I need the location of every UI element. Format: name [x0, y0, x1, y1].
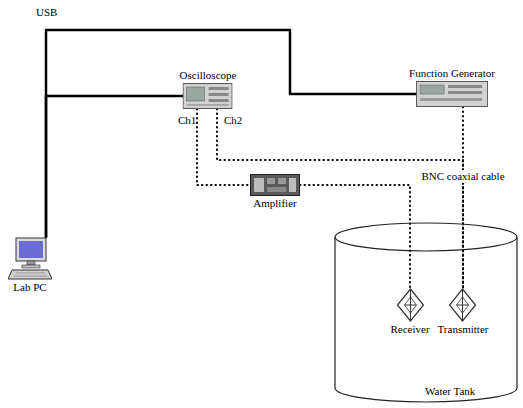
node-label: Transmitter: [436, 322, 491, 337]
oscilloscope-icon: [183, 83, 233, 109]
amplifier-icon: [250, 174, 300, 196]
node-label: Water Tank: [423, 384, 477, 399]
oscilloscope: Oscilloscope: [178, 68, 239, 109]
usb-cable: [46, 96, 183, 237]
bus-label: USB: [34, 6, 59, 19]
node-label: Lab PC: [11, 280, 48, 295]
receiver: Receiver: [388, 288, 431, 337]
lab-pc: Lab PC: [8, 237, 52, 295]
node-label: Receiver: [388, 322, 431, 337]
coax-cable: [197, 109, 250, 185]
node-label: Amplifier: [251, 196, 298, 211]
tank-cylinder: [333, 222, 519, 404]
amplifier: Amplifier: [250, 174, 300, 211]
water-tank: Water Tank Receiver Transmitter: [333, 222, 519, 404]
channel-label: Ch2: [222, 114, 244, 127]
channel-label: Ch1: [176, 114, 198, 127]
transmitter: Transmitter: [436, 288, 491, 337]
coax-cable: [462, 107, 464, 288]
function-generator-icon: [416, 81, 488, 107]
coax-cable: [217, 109, 463, 288]
usb-cable: [46, 30, 416, 237]
receiver-icon: [396, 288, 424, 322]
node-label: Oscilloscope: [178, 68, 239, 83]
node-label: Function Generator: [407, 66, 497, 81]
transmitter-icon: [449, 288, 477, 322]
function-generator: Function Generator: [407, 66, 497, 107]
coax-cable: [300, 185, 410, 288]
lab-pc-icon: [8, 237, 52, 280]
cable-label: BNC coaxial cable: [419, 170, 506, 183]
